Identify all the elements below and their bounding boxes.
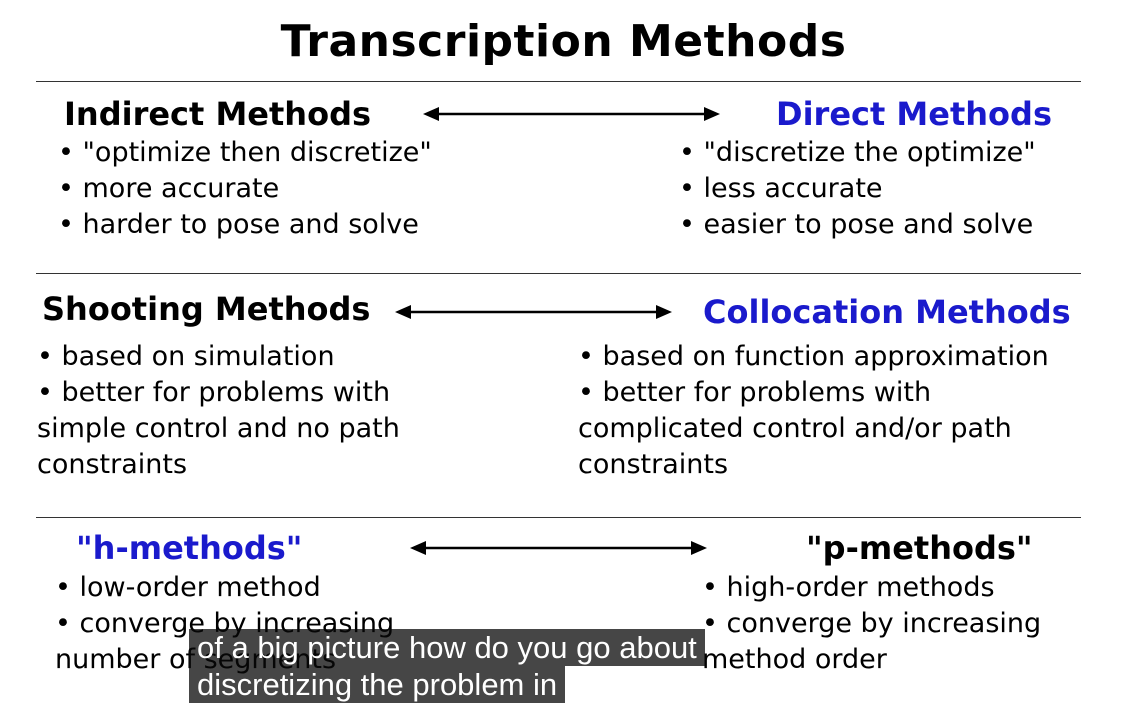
p-methods-text: • high-order methods • converge by incre… (702, 570, 1041, 678)
text-line: • high-order methods (702, 572, 995, 603)
divider (36, 273, 1081, 274)
indirect-methods-list: • "optimize then discretize" • more accu… (58, 135, 432, 243)
collocation-methods-text: • based on function approximation • bett… (578, 339, 1049, 483)
list-item: • easier to pose and solve (679, 209, 1034, 240)
text-line: • based on function approximation (578, 341, 1049, 372)
list-item: • "optimize then discretize" (58, 137, 432, 168)
shooting-methods-text: • based on simulation • better for probl… (37, 339, 400, 483)
double-arrow-icon (423, 107, 720, 121)
list-item: • harder to pose and solve (58, 209, 419, 240)
list-item: • less accurate (679, 173, 883, 204)
list-item: • "discretize the optimize" (679, 137, 1036, 168)
video-caption: of a big picture how do you go about dis… (189, 629, 705, 703)
p-methods-heading: "p-methods" (806, 529, 1033, 567)
text-line: constraints (37, 449, 188, 480)
caption-line: of a big picture how do you go about (189, 629, 705, 666)
indirect-methods-heading: Indirect Methods (64, 95, 372, 133)
caption-line: discretizing the problem in (189, 666, 566, 703)
divider (36, 517, 1081, 518)
double-arrow-icon (410, 541, 707, 555)
direct-methods-heading: Direct Methods (776, 95, 1052, 133)
direct-methods-list: • "discretize the optimize" • less accur… (679, 135, 1036, 243)
text-line: • based on simulation (37, 341, 335, 372)
text-line: method order (702, 644, 887, 675)
text-line: • better for problems with (578, 377, 932, 408)
text-line: • better for problems with (37, 377, 391, 408)
slide-title: Transcription Methods (280, 16, 847, 67)
text-line: complicated control and/or path (578, 413, 1012, 444)
list-item: • more accurate (58, 173, 280, 204)
shooting-methods-heading: Shooting Methods (42, 290, 371, 328)
collocation-methods-heading: Collocation Methods (703, 293, 1071, 331)
double-arrow-icon (395, 305, 672, 319)
text-line: • converge by increasing (702, 608, 1042, 639)
text-line: • low-order method (55, 572, 321, 603)
text-line: simple control and no path (37, 413, 400, 444)
h-methods-heading: "h-methods" (76, 529, 303, 567)
text-line: constraints (578, 449, 729, 480)
divider (36, 81, 1081, 82)
